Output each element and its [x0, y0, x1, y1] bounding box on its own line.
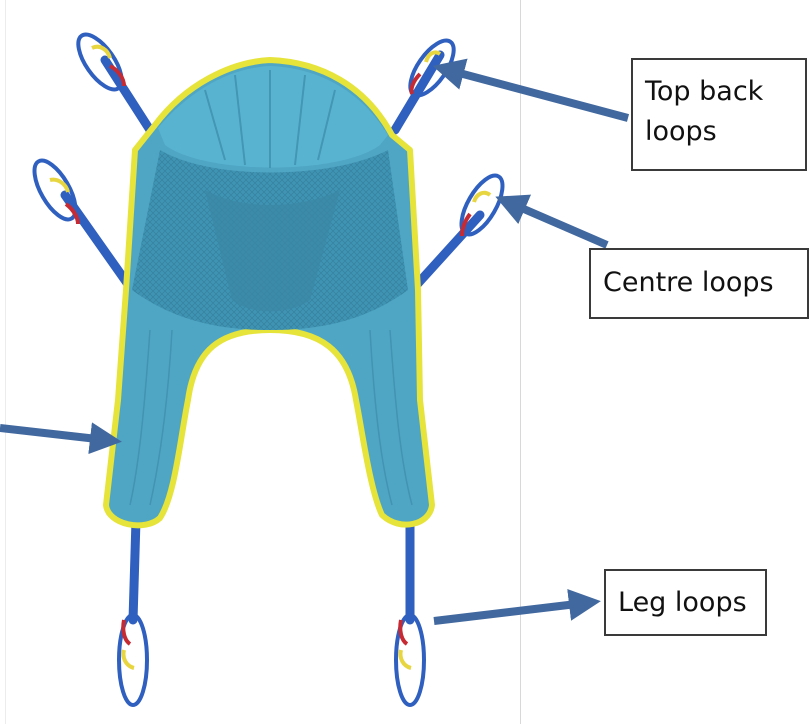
- top-back-loops-line2: loops: [645, 112, 793, 152]
- arrow-side: [0, 428, 106, 440]
- arrow-top-back: [448, 70, 628, 118]
- centre-loops-text: Centre loops: [603, 267, 774, 298]
- leg-loops-text: Leg loops: [618, 587, 747, 618]
- centre-loops-label: Centre loops: [589, 248, 809, 319]
- arrow-leg: [434, 603, 585, 621]
- leg-loops-label: Leg loops: [604, 569, 767, 636]
- sling-body: [106, 60, 432, 525]
- top-back-loops-label: Top back loops: [631, 58, 807, 171]
- arrow-centre: [510, 203, 607, 245]
- top-back-loops-line1: Top back: [645, 72, 793, 112]
